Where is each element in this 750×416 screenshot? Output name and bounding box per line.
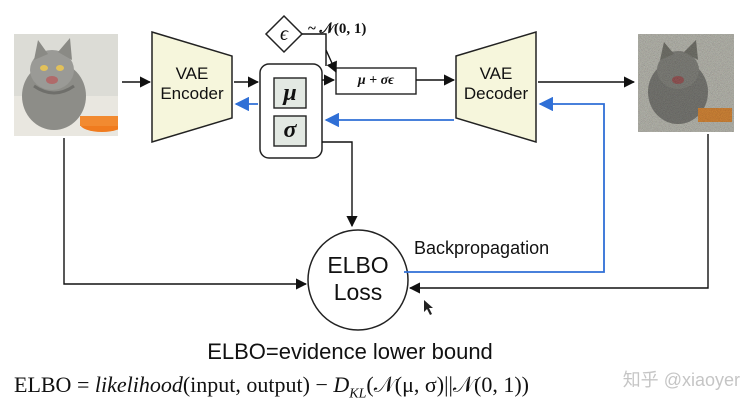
arrow-noise-to-reparam — [302, 33, 327, 66]
sigma-cell — [273, 115, 307, 147]
backprop-path — [404, 96, 605, 273]
noise-diamond — [264, 14, 304, 54]
elbo-formula: ELBO = likelihood(input, output) − DKL(𝒩… — [14, 372, 529, 402]
decoder-label: VAE Decoder — [463, 64, 529, 103]
arrow-output-to-loss — [408, 134, 709, 294]
sigma-label: σ — [283, 117, 297, 143]
arrow-noise-down — [325, 49, 337, 74]
elbo-definition: ELBO=evidence lower bound — [207, 339, 493, 364]
encoder-label: VAE Encoder — [160, 64, 224, 103]
noise-distribution: ~ 𝒩(0, 1) — [308, 21, 367, 37]
decoder-shape — [455, 30, 537, 144]
watermark: 知乎 @xiaoyer — [622, 370, 740, 390]
elbo-loss-circle — [307, 229, 409, 331]
backprop-label: Backpropagation — [414, 238, 550, 258]
reparam-box — [335, 67, 417, 95]
encoder-shape — [151, 30, 233, 144]
noise-symbol: ϵ — [279, 23, 289, 45]
input-cat-image — [14, 34, 118, 136]
arrow-input-to-loss — [63, 138, 308, 290]
reparam-formula: μ + σϵ — [357, 73, 395, 88]
mu-cell — [273, 77, 307, 109]
cursor-icon — [424, 300, 433, 315]
arrow-latent-to-loss — [322, 141, 358, 228]
output-cat-image — [638, 34, 734, 132]
elbo-loss-label: ELBO Loss — [327, 252, 389, 305]
mu-label: μ — [283, 80, 297, 106]
